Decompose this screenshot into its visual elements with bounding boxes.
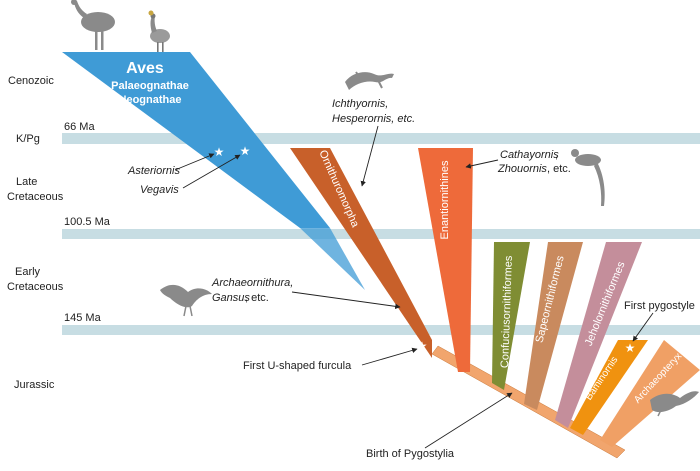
age-100-5: 100.5 Ma xyxy=(64,216,111,228)
annot-zhouornis-etc: , etc. xyxy=(547,163,571,175)
label-enantiornithines: Enantiornithines xyxy=(439,160,451,239)
annot-cathayornis: Cathayornis xyxy=(500,149,559,161)
bird-flying-icon xyxy=(160,284,212,317)
aves-palaeognathae: Palaeognathae xyxy=(111,80,189,92)
arrow-furcula xyxy=(361,347,418,366)
annot-zhouornis: Zhouornis xyxy=(497,163,547,175)
arrow-pygostyle xyxy=(632,312,654,342)
star-pygostyle: ★ xyxy=(625,341,636,355)
period-cenozoic: Cenozoic xyxy=(8,75,54,87)
aves-clade xyxy=(62,52,330,228)
star-asteriornis: ★ xyxy=(214,145,225,159)
band-100-5 xyxy=(62,229,700,239)
age-145: 145 Ma xyxy=(64,312,102,324)
annot-cathayornis-comma: , xyxy=(555,149,558,161)
ostrich-icon xyxy=(71,0,115,50)
arrow-asteriornis xyxy=(174,153,215,171)
band-kpg xyxy=(62,133,700,144)
period-early: Early xyxy=(15,266,41,278)
lizard-icon xyxy=(345,71,394,90)
annot-hesperornis: Hesperornis, etc. xyxy=(332,113,415,125)
baminornis-clade xyxy=(570,340,648,435)
label-confuciusornithiformes: Confuciusornithiformes xyxy=(499,255,515,368)
arrow-cathayornis xyxy=(465,159,499,169)
star-vegavis: ★ xyxy=(240,144,251,158)
annot-vegavis: Vegavis xyxy=(140,184,179,196)
annot-gansus: Gansus xyxy=(212,292,250,304)
band-145 xyxy=(62,325,700,335)
archaeopteryx-icon xyxy=(650,391,699,417)
annot-pygostylia: Birth of Pygostylia xyxy=(366,448,455,460)
arrow-archaeornithura xyxy=(291,291,401,310)
jeholornithiformes-clade xyxy=(555,242,642,428)
period-kpg: K/Pg xyxy=(16,133,40,145)
arrow-vegavis xyxy=(182,154,241,189)
period-late: Late xyxy=(16,176,37,188)
arrow-ichthyornis xyxy=(360,125,379,187)
period-early-cretaceous: Cretaceous xyxy=(7,281,64,293)
annot-archaeornithura: Archaeornithura, xyxy=(211,277,293,289)
period-jurassic: Jurassic xyxy=(14,379,55,391)
annot-gansus-etc: , etc. xyxy=(245,292,269,304)
annot-ichthyornis: Ichthyornis, xyxy=(332,98,388,110)
aves-extension xyxy=(300,228,365,290)
aves-title: Aves xyxy=(126,60,164,77)
star-furcula: ★ xyxy=(417,339,428,353)
arrow-pygostylia xyxy=(424,392,513,449)
annot-furcula: First U-shaped furcula xyxy=(243,360,352,372)
enantiornithines-clade xyxy=(418,148,473,372)
archaeopteryx-clade xyxy=(600,340,700,447)
sapeornithiformes-clade xyxy=(524,242,583,410)
period-late-cretaceous: Cretaceous xyxy=(7,191,64,203)
annot-pygostyle: First pygostyle xyxy=(624,300,695,312)
crowned-crane-icon xyxy=(148,10,170,52)
bird-perched-icon xyxy=(571,149,605,206)
aves-neognathae: Neognathae xyxy=(119,94,182,106)
confuciusornithiformes-clade xyxy=(492,242,530,390)
annot-asteriornis: Asteriornis xyxy=(127,165,180,177)
age-66: 66 Ma xyxy=(64,121,95,133)
